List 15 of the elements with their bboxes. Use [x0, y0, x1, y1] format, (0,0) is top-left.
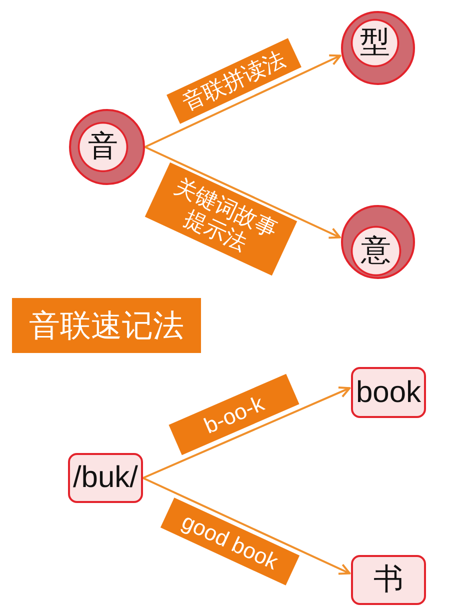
word-box: 书	[351, 555, 426, 605]
word-box: book	[351, 367, 426, 418]
arrow	[144, 54, 342, 148]
edge-label: 音联拼读法	[166, 38, 302, 124]
edge-label: good book	[160, 498, 300, 586]
arrow	[144, 146, 341, 239]
word-box: /buk/	[68, 453, 143, 503]
edge-label: b-oo-k	[168, 374, 300, 456]
edge-label: 关键词故事提示法	[145, 162, 298, 276]
character-circle: 型	[341, 11, 415, 85]
heading-banner: 音联速记法	[12, 298, 201, 353]
arrow	[142, 386, 351, 479]
character-circle: 意	[341, 205, 415, 279]
arrow	[142, 477, 351, 575]
character-circle: 音	[69, 109, 145, 185]
